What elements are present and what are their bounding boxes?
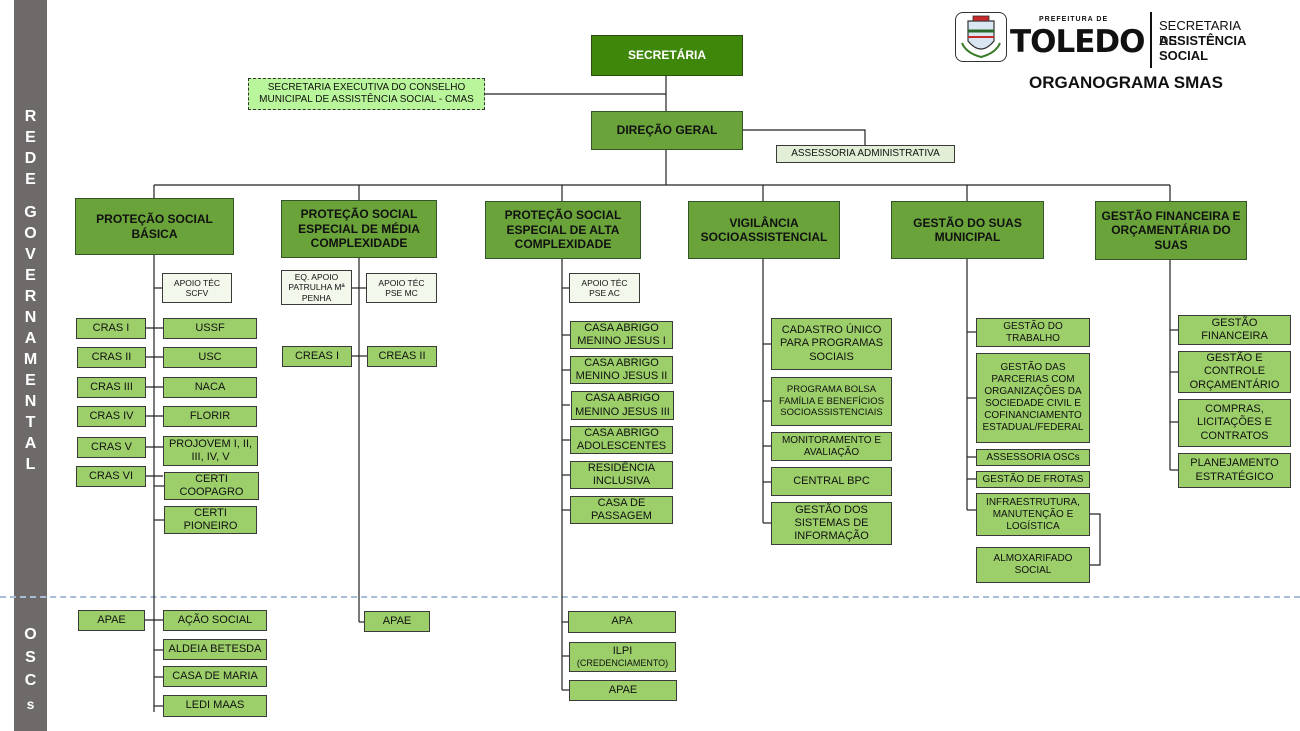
- node-casa-abrigo: CASA ABRIGO MENINO JESUS I: [570, 321, 673, 349]
- node-compras-licitacoes: COMPRAS, LICITAÇÕES E CONTRATOS: [1178, 399, 1291, 447]
- sidebar-rede-governamental: R E D E G O V E R N A M E N T A L O S C …: [14, 0, 47, 731]
- node-osc-apae: APAE: [569, 680, 677, 701]
- node-usc: USC: [163, 347, 257, 368]
- node-naca: NACA: [163, 377, 257, 398]
- node-gestao-trabalho: GESTÃO DO TRABALHO: [976, 318, 1090, 347]
- sidebar-letter: R: [24, 288, 37, 305]
- sidebar-letter: R: [24, 108, 37, 125]
- node-gestao-frotas: GESTÃO DE FROTAS: [976, 471, 1090, 488]
- node-casa-abrigo: CASA ABRIGO MENINO JESUS II: [570, 356, 673, 384]
- sidebar-letter: M: [23, 351, 38, 368]
- secretaria-label-3: SOCIAL: [1159, 48, 1209, 63]
- logo-separator: [1150, 12, 1152, 68]
- node-certi-pioneiro: CERTI PIONEIRO: [164, 506, 257, 534]
- sidebar-letter: O: [24, 225, 37, 242]
- node-controle-orcamentario: GESTÃO E CONTROLE ORÇAMENTÁRIO: [1178, 351, 1291, 393]
- sidebar-letter: L: [25, 456, 36, 473]
- sidebar-letter: E: [25, 129, 36, 146]
- node-cras: CRAS II: [77, 347, 146, 368]
- sidebar-letter: E: [25, 267, 36, 284]
- ilpi-label: ILPI: [612, 645, 633, 657]
- node-protecao-basica: PROTEÇÃO SOCIAL BÁSICA: [75, 198, 234, 255]
- sidebar-letter: V: [25, 246, 36, 263]
- toledo-logo: PREFEITURA DE TOLEDO SECRETARIA DE ASSIS…: [955, 10, 1255, 72]
- node-vigilancia: VIGILÂNCIA SOCIOASSISTENCIAL: [688, 201, 840, 259]
- coat-of-arms-icon: [955, 12, 1007, 62]
- sidebar-letter: S: [25, 649, 36, 666]
- node-protecao-alta: PROTEÇÃO SOCIAL ESPECIAL DE ALTA COMPLEX…: [485, 201, 641, 259]
- ilpi-credenciamento-label: (CREDENCIAMENTO): [576, 658, 669, 669]
- node-osc-apae: APAE: [78, 610, 145, 631]
- node-assessoria-oscs: ASSESSORIA OSCs: [976, 449, 1090, 466]
- prefeitura-label: PREFEITURA DE: [1039, 16, 1109, 23]
- sidebar-letter: O: [24, 626, 37, 643]
- node-central-bpc: CENTRAL BPC: [771, 467, 892, 496]
- node-certi-coopagro: CERTI COOPAGRO: [164, 472, 259, 500]
- node-ussf: USSF: [163, 318, 257, 339]
- node-osc-apa: APA: [568, 611, 676, 633]
- node-cadastro-unico: CADASTRO ÚNICO PARA PROGRAMAS SOCIAIS: [771, 318, 892, 370]
- sidebar-letter: A: [24, 330, 37, 347]
- sidebar-letter: D: [24, 150, 37, 167]
- node-cras: CRAS V: [77, 437, 146, 458]
- node-assessoria-administrativa: ASSESSORIA ADMINISTRATIVA: [776, 145, 955, 163]
- node-cras: CRAS VI: [76, 466, 146, 487]
- node-cras: CRAS III: [77, 377, 146, 398]
- sidebar-letter: N: [24, 393, 37, 410]
- node-direcao-geral: DIREÇÃO GERAL: [591, 111, 743, 150]
- node-osc: AÇÃO SOCIAL: [163, 610, 267, 631]
- node-apoio-scfv: APOIO TÉC SCFV: [162, 273, 232, 303]
- city-name: TOLEDO: [1010, 24, 1146, 60]
- node-projovem: PROJOVEM I, II, III, IV, V: [163, 436, 258, 466]
- node-gestao-suas: GESTÃO DO SUAS MUNICIPAL: [891, 201, 1044, 259]
- node-protecao-media: PROTEÇÃO SOCIAL ESPECIAL DE MÉDIA COMPLE…: [281, 200, 437, 258]
- node-casa-abrigo: CASA ABRIGO MENINO JESUS III: [571, 391, 674, 420]
- node-osc: LEDI MAAS: [163, 695, 267, 717]
- sidebar-letter: G: [24, 204, 37, 221]
- node-osc: CASA DE MARIA: [163, 666, 267, 687]
- page-title: ORGANOGRAMA SMAS: [1029, 73, 1223, 92]
- secretaria-label-2: ASSISTÊNCIA: [1159, 33, 1247, 48]
- node-secretaria: SECRETÁRIA: [591, 35, 743, 76]
- node-planejamento: PLANEJAMENTO ESTRATÉGICO: [1178, 453, 1291, 488]
- node-casa-abrigo-adolescentes: CASA ABRIGO ADOLESCENTES: [570, 426, 673, 454]
- sidebar-letter: A: [24, 435, 37, 452]
- node-gestao-sistemas: GESTÃO DOS SISTEMAS DE INFORMAÇÃO: [771, 502, 892, 545]
- node-gestao-parcerias: GESTÃO DAS PARCERIAS COM ORGANIZAÇÕES DA…: [976, 353, 1090, 443]
- sidebar-letter: N: [24, 309, 37, 326]
- node-creas: CREAS I: [282, 346, 352, 367]
- node-casa-de-passagem: CASA DE PASSAGEM: [570, 496, 673, 524]
- node-gestao-financeira: GESTÃO FINANCEIRA E ORÇAMENTÁRIA DO SUAS: [1095, 201, 1247, 260]
- sidebar-letter: E: [25, 372, 36, 389]
- node-creas: CREAS II: [367, 346, 437, 367]
- node-florir: FLORIR: [163, 406, 257, 427]
- node-cras: CRAS I: [76, 318, 146, 339]
- sidebar-letter: C: [24, 672, 37, 689]
- node-almoxarifado: ALMOXARIFADO SOCIAL: [976, 547, 1090, 583]
- node-eq-apoio: EQ. APOIO PATRULHA Mª PENHA: [281, 270, 352, 305]
- node-apoio-pse-mc: APOIO TÉC PSE MC: [366, 273, 437, 303]
- sidebar-letter: T: [25, 414, 36, 431]
- node-osc-ilpi: ILPI (CREDENCIAMENTO): [569, 642, 676, 672]
- node-cras: CRAS IV: [77, 406, 146, 427]
- node-osc: ALDEIA BETESDA: [163, 639, 267, 660]
- node-bolsa-familia: PROGRAMA BOLSA FAMÍLIA E BENEFÍCIOS SOCI…: [771, 377, 892, 426]
- node-residencia-inclusiva: RESIDÊNCIA INCLUSIVA: [570, 461, 673, 489]
- sidebar-letter: E: [25, 171, 36, 188]
- osc-divider: [0, 596, 1300, 598]
- sidebar-letter: s: [26, 696, 35, 712]
- node-osc-apae: APAE: [364, 611, 430, 632]
- node-infraestrutura: INFRAESTRUTURA, MANUTENÇÃO E LOGÍSTICA: [976, 493, 1090, 536]
- node-monitoramento: MONITORAMENTO E AVALIAÇÃO: [771, 432, 892, 461]
- node-gestao-financeira-unit: GESTÃO FINANCEIRA: [1178, 315, 1291, 345]
- secretaria-label-1: SECRETARIA DE: [1159, 18, 1241, 48]
- node-cmas: SECRETARIA EXECUTIVA DO CONSELHO MUNICIP…: [248, 78, 485, 110]
- node-apoio-pse-ac: APOIO TÉC PSE AC: [569, 273, 640, 303]
